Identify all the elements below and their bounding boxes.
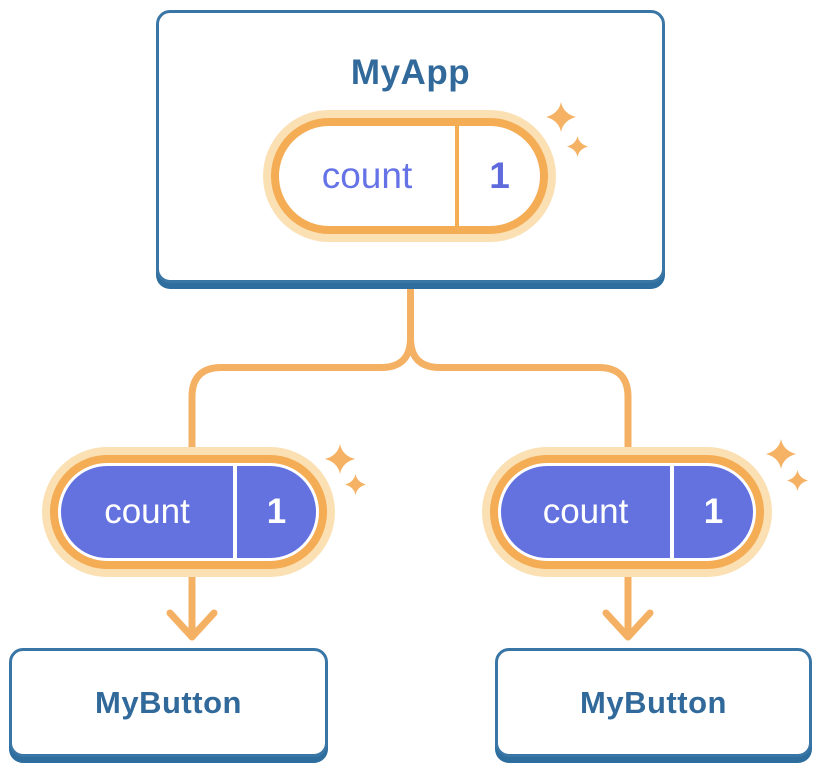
sparkle-large-icon — [766, 439, 796, 469]
root-state-pill: count 1 — [263, 110, 556, 242]
sparkle-small-icon — [787, 470, 808, 491]
arrow-down-right-icon — [602, 570, 654, 641]
sparkle-large-icon — [546, 102, 576, 132]
child-left-state-value: 1 — [266, 492, 287, 531]
root-state-label: count — [321, 155, 413, 196]
root-state-value: 1 — [489, 155, 510, 196]
sparkle-large-icon — [325, 444, 355, 474]
branch-left-line — [188, 286, 414, 452]
mybutton-left-title: MyButton — [95, 684, 242, 720]
mybutton-right-title: MyButton — [580, 684, 727, 720]
pill-divider — [670, 466, 674, 558]
child-state-pill-right: count 1 — [482, 447, 772, 577]
mybutton-card-right: MyButton — [495, 648, 812, 757]
child-right-state-label: count — [542, 492, 629, 531]
child-right-state-value: 1 — [703, 492, 724, 531]
arrow-down-left-icon — [166, 570, 218, 641]
child-state-pill-left: count 1 — [42, 447, 335, 577]
branch-right-line — [407, 286, 632, 452]
child-left-state-label: count — [104, 492, 190, 531]
pill-divider — [233, 466, 237, 558]
sparkle-small-icon — [567, 136, 588, 157]
sparkle-small-icon — [345, 474, 366, 495]
pill-divider — [455, 126, 459, 226]
myapp-title: MyApp — [350, 53, 471, 92]
mybutton-card-left: MyButton — [9, 648, 328, 757]
